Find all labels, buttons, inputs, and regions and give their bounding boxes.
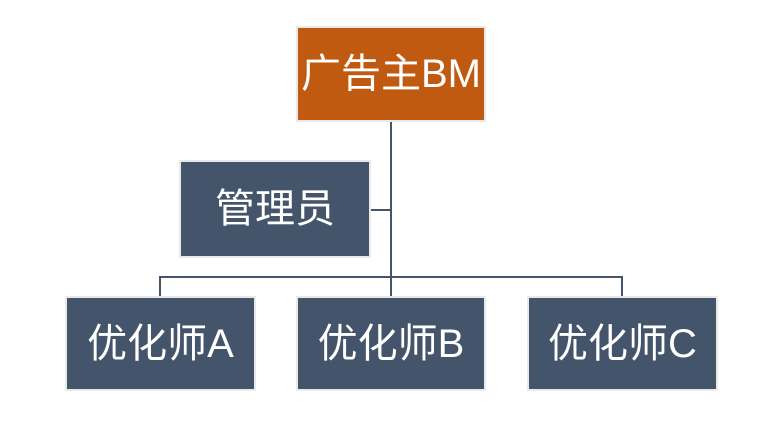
org-node-optimizer-b-label: 优化师B (317, 321, 465, 366)
connector-bottom-bus (159, 276, 623, 278)
connector-trunk-vertical (390, 122, 392, 297)
org-node-optimizer-a-label: 优化师A (87, 321, 234, 366)
org-node-optimizer-b: 优化师B (296, 296, 486, 391)
org-node-admin-label: 管理员 (215, 187, 335, 231)
org-node-admin: 管理员 (179, 160, 371, 258)
org-node-optimizer-c-label: 优化师C (548, 321, 697, 366)
org-node-advertiser-bm-label: 广告主BM (301, 52, 481, 96)
connector-admin-elbow (371, 209, 390, 211)
connector-drop-optimizer-a (159, 278, 161, 297)
connector-drop-optimizer-c (621, 278, 623, 297)
org-node-optimizer-c: 优化师C (527, 296, 718, 391)
org-node-optimizer-a: 优化师A (65, 296, 256, 391)
org-node-advertiser-bm: 广告主BM (296, 26, 486, 122)
